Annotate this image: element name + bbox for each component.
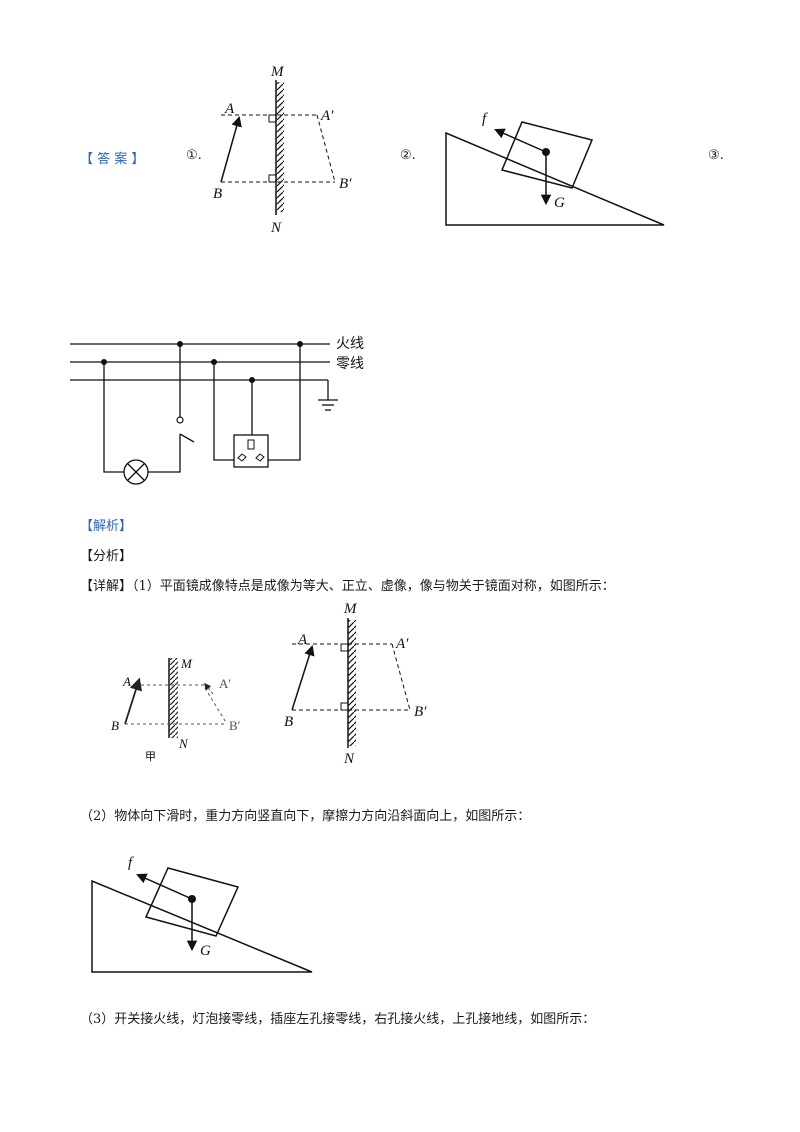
incline-diagram-analysis: f G	[91, 855, 313, 973]
answer-marker-2: ②.	[400, 148, 416, 163]
answer-marker-3: ③.	[708, 148, 724, 163]
answer-label: 【 答 案 】	[80, 152, 145, 167]
label-M-2: M	[343, 601, 358, 617]
label-B: B	[213, 186, 222, 202]
jia-label-N: N	[178, 736, 189, 751]
label-N: N	[270, 220, 282, 236]
label-N-2: N	[343, 751, 355, 767]
analysis-fenxi: 【分析】	[80, 549, 133, 564]
analysis-detail-line: 【详解】（1）平面镜成像特点是成像为等大、正立、虚像，像与物关于镜面对称，如图所…	[80, 575, 615, 594]
label-f: f	[482, 111, 488, 127]
label-M: M	[270, 64, 285, 80]
mirror-diagram-jia: M N A A′ B B′ 甲	[111, 656, 241, 763]
label-A-prime-2: A′	[395, 636, 409, 652]
label-B-prime: B′	[339, 176, 352, 192]
jia-label-A: A	[122, 674, 131, 689]
jia-label-B: B	[111, 718, 119, 733]
label-neutral-wire: 零线	[336, 356, 364, 372]
jia-label-M: M	[180, 656, 193, 671]
label-A: A	[224, 101, 235, 117]
circuit-diagram: 火线 零线	[70, 336, 364, 485]
analysis-part2: （2）物体向下滑时，重力方向竖直向下，摩擦力方向沿斜面向上，如图所示：	[80, 809, 531, 824]
detail-text: （1）平面镜成像特点是成像为等大、正立、虚像，像与物关于镜面对称，如图所示：	[132, 579, 615, 594]
label-live-wire: 火线	[336, 336, 364, 352]
mirror-diagram-analysis: M N A A′ B B′	[284, 601, 427, 767]
jia-label-B-prime: B′	[229, 718, 241, 733]
label-A-2: A	[297, 632, 308, 648]
detail-label: 【详解】	[80, 579, 133, 594]
jia-caption: 甲	[145, 750, 156, 763]
analysis-part3: （3）开关接火线，灯泡接零线，插座左孔接零线，右孔接火线，上孔接地线，如图所示：	[80, 1012, 596, 1027]
label-B-2: B	[284, 714, 293, 730]
label-G: G	[554, 195, 565, 211]
analysis-title: 【解析】	[80, 519, 133, 534]
label-B-prime-2: B′	[414, 704, 427, 720]
answer-marker-1: ①.	[186, 148, 202, 163]
jia-label-A-prime: A′	[219, 676, 231, 691]
incline-diagram-answer: f G	[445, 111, 665, 226]
label-G-2: G	[200, 943, 211, 959]
mirror-diagram-answer: M N A A′ B B′	[213, 64, 352, 236]
label-f-2: f	[128, 855, 134, 871]
label-A-prime: A′	[320, 108, 334, 124]
